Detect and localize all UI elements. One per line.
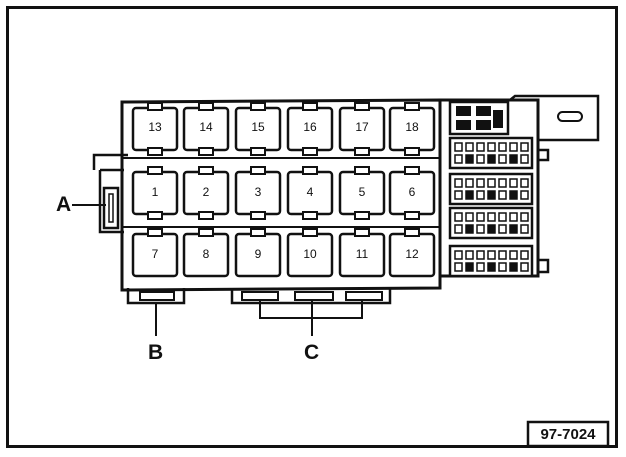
relay-9-tab-top (250, 228, 266, 237)
relay-16: 16 (286, 102, 334, 156)
relay-12-tab-top (404, 228, 420, 237)
relay-14-label: 14 (199, 120, 213, 134)
relay-14-tab-bottom (198, 147, 214, 156)
relay-1-tab-bottom (147, 211, 163, 220)
relay-8-tab-top (198, 228, 214, 237)
relay-4-tab-top (302, 166, 318, 175)
relay-6-label: 6 (409, 185, 416, 199)
connector-plug-2 (448, 172, 534, 206)
relay-3-tab-bottom (250, 211, 266, 220)
relay-13-tab-top (147, 102, 163, 111)
side-bracket (509, 94, 600, 274)
relay-5-tab-bottom (354, 211, 370, 220)
relay-10: 10 (286, 228, 334, 278)
clip-c-1 (241, 291, 279, 301)
callout-label-c: C (304, 341, 319, 364)
figure-ref: 97-7024 (540, 426, 596, 443)
relay-15-label: 15 (251, 120, 265, 134)
connector-plug-1 (448, 136, 534, 170)
relay-18-tab-bottom (404, 147, 420, 156)
relay-10-label: 10 (303, 247, 317, 261)
relay-17-label: 17 (355, 120, 369, 134)
relay-17: 17 (338, 102, 386, 156)
relay-5-tab-top (354, 166, 370, 175)
leader-c (259, 300, 363, 336)
clip-a-slot (108, 193, 114, 223)
relay-2: 2 (182, 166, 230, 220)
relay-16-tab-bottom (302, 147, 318, 156)
relay-8: 8 (182, 228, 230, 278)
relay-15-tab-top (250, 102, 266, 111)
relay-18: 18 (388, 102, 436, 156)
relay-16-tab-top (302, 102, 318, 111)
relay-7-tab-top (147, 228, 163, 237)
relay-row-middle: 1 2 3 4 5 6 (131, 166, 436, 220)
relay-11: 11 (338, 228, 386, 278)
relay-6-tab-bottom (404, 211, 420, 220)
figure-ref-box (526, 420, 610, 448)
relay-2-tab-top (198, 166, 214, 175)
relay-1: 1 (131, 166, 179, 220)
relay-9: 9 (234, 228, 282, 278)
connector-plugs (448, 136, 534, 278)
relay-6: 6 (388, 166, 436, 220)
relay-17-tab-bottom (354, 147, 370, 156)
relay-4: 4 (286, 166, 334, 220)
left-mounting-tab (92, 153, 128, 234)
connector-plug-4 (448, 244, 534, 278)
callout-label-a: A (56, 193, 71, 216)
connector-block (438, 94, 600, 278)
relay-2-tab-bottom (198, 211, 214, 220)
relay-7-label: 7 (152, 247, 159, 261)
relay-4-tab-bottom (302, 211, 318, 220)
relay-8-label: 8 (203, 247, 210, 261)
relay-10-tab-top (302, 228, 318, 237)
relay-9-label: 9 (255, 247, 262, 261)
relay-11-label: 11 (356, 247, 369, 261)
relay-3-label: 3 (255, 185, 262, 199)
relay-14: 14 (182, 102, 230, 156)
relay-12: 12 (388, 228, 436, 278)
relay-15: 15 (234, 102, 282, 156)
relay-6-tab-top (404, 166, 420, 175)
relay-17-tab-top (354, 102, 370, 111)
relay-3: 3 (234, 166, 282, 220)
relay-2-label: 2 (203, 185, 210, 199)
relay-16-label: 16 (303, 120, 317, 134)
relay-15-tab-bottom (250, 147, 266, 156)
clip-a (102, 186, 120, 230)
relay-13-tab-bottom (147, 147, 163, 156)
relay-4-label: 4 (307, 185, 314, 199)
callout-label-b: B (148, 341, 163, 364)
relay-11-tab-top (354, 228, 370, 237)
relay-18-label: 18 (405, 120, 419, 134)
relay-3-tab-top (250, 166, 266, 175)
bracket-hole (557, 111, 583, 122)
relay-18-tab-top (404, 102, 420, 111)
relay-13: 13 (131, 102, 179, 156)
relay-5: 5 (338, 166, 386, 220)
clip-c-2 (294, 291, 334, 301)
clip-c-3 (345, 291, 383, 301)
relay-12-label: 12 (405, 247, 419, 261)
relay-5-label: 5 (359, 185, 366, 199)
clip-b (139, 291, 175, 301)
relay-row-top: 13 14 15 16 17 18 (131, 102, 436, 156)
relay-1-tab-top (147, 166, 163, 175)
relay-1-label: 1 (152, 185, 159, 199)
relay-14-tab-top (198, 102, 214, 111)
relay-7: 7 (131, 228, 179, 278)
relay-row-bottom: 7 8 9 10 11 12 (131, 228, 436, 278)
connector-plug-3 (448, 206, 534, 240)
relay-13-label: 13 (148, 120, 162, 134)
